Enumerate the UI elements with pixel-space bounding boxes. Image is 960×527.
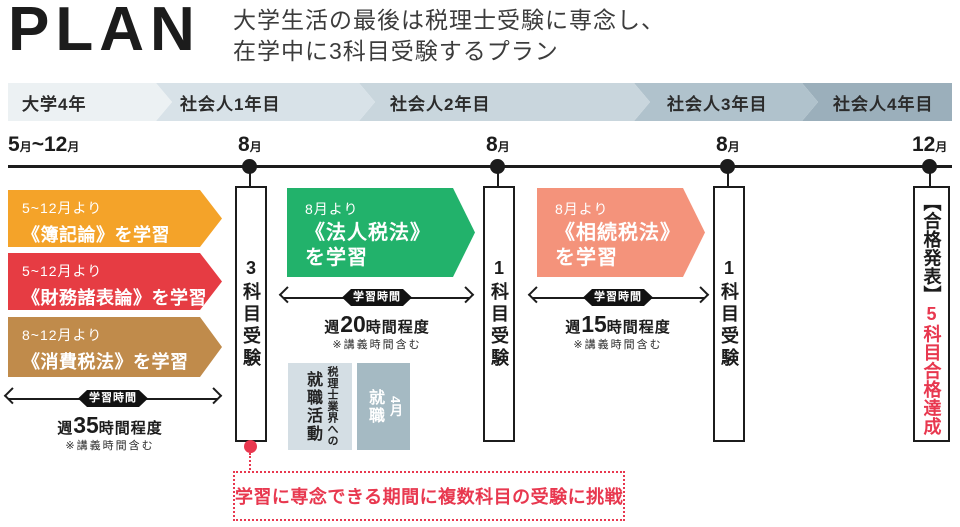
study-time-badge-1: 学習時間 — [78, 390, 148, 407]
track-period: 8月より — [555, 201, 609, 217]
callout-box: 学習に専念できる期間に複数科目の受験に挑戦 — [233, 471, 625, 521]
month-label-august-2: 8月 — [486, 133, 510, 156]
highlight-dot — [244, 440, 257, 453]
study-time-badge-2: 学習時間 — [342, 289, 412, 306]
timeline-segment-university-year4: 大学4年 — [8, 83, 172, 121]
segment-label: 社会人4年目 — [833, 94, 934, 114]
employment-label: 就職 — [366, 388, 383, 425]
dot-connector-4 — [929, 172, 931, 187]
study-hours-2: 週20時間程度 — [324, 311, 430, 337]
track-subject: 《簿記論》を学習 — [22, 225, 170, 245]
dot-connector-3 — [727, 172, 729, 187]
study-time-badge-3: 学習時間 — [583, 289, 653, 306]
track-subject-cont: を学習 — [305, 247, 368, 269]
callout-text: 学習に専念できる期間に複数科目の受験に挑戦 — [234, 487, 624, 507]
timeline-dot-1 — [242, 159, 257, 174]
month-label-december: 12月 — [912, 133, 948, 156]
track-subject-cont: を学習 — [555, 247, 618, 269]
exam-box-1-subject-a: 1科目受験 — [483, 186, 515, 442]
timeline-segment-work-year3: 社会人3年目 — [634, 83, 818, 121]
study-track-consumption-tax: 8~12月より 《消費税法》を学習 — [8, 317, 222, 377]
employment-month-label: 4月 — [388, 395, 403, 418]
track-period: 5~12月より — [22, 200, 103, 216]
timeline-segment-work-year1: 社会人1年目 — [156, 83, 375, 121]
month-label-august-3: 8月 — [716, 133, 740, 156]
track-period: 8~12月より — [22, 327, 103, 343]
timeline-dot-4 — [922, 159, 937, 174]
employment-box: 4月 就職 — [357, 363, 410, 450]
study-hours-1: 週35時間程度 — [57, 412, 163, 438]
segment-label: 大学4年 — [22, 94, 87, 114]
segment-label: 社会人3年目 — [667, 94, 768, 114]
timeline-dot-3 — [720, 159, 735, 174]
track-subject: 《消費税法》を学習 — [22, 352, 189, 372]
result-announcement-label: 【合格発表】 — [921, 192, 942, 304]
timeline-axis — [8, 165, 952, 168]
study-note-3: ※講義時間含む — [573, 339, 663, 351]
dot-connector-2 — [497, 172, 499, 187]
month-label-may-dec: 5月~12月 — [8, 133, 80, 156]
dot-connector-1 — [249, 172, 251, 187]
study-note-1: ※講義時間含む — [65, 440, 155, 452]
job-hunting-box: 税理士業界への 就職活動 — [288, 363, 352, 450]
track-subject: 《財務諸表論》を学習 — [22, 288, 207, 308]
study-track-bookkeeping: 5~12月より 《簿記論》を学習 — [8, 190, 222, 247]
timeline-dot-2 — [490, 159, 505, 174]
subtitle-line-2: 在学中に3科目受験するプラン — [233, 38, 559, 64]
segment-label: 社会人2年目 — [390, 94, 491, 114]
month-label-august-1: 8月 — [238, 133, 262, 156]
result-announcement-box: 【合格発表】5科目合格達成 — [913, 186, 950, 442]
exam-box-1-subject-b: 1科目受験 — [713, 186, 745, 442]
callout-dotted-connector — [249, 453, 251, 470]
study-track-corporate-tax: 8月より 《法人税法》 を学習 — [287, 188, 475, 277]
study-hours-3: 週15時間程度 — [565, 311, 671, 337]
result-achievement-label: 5科目合格達成 — [921, 303, 942, 436]
timeline-segment-work-year4: 社会人4年目 — [802, 83, 952, 121]
study-note-2: ※講義時間含む — [332, 339, 422, 351]
job-hunting-large-label: 就職活動 — [304, 370, 321, 443]
subtitle-line-1: 大学生活の最後は税理士受験に専念し、 — [233, 7, 665, 33]
plan-subtitle: 大学生活の最後は税理士受験に専念し、 在学中に3科目受験するプラン — [233, 5, 665, 67]
study-track-inheritance-tax: 8月より 《相続税法》 を学習 — [537, 188, 705, 277]
job-hunting-small-label: 税理士業界への — [326, 366, 338, 447]
timeline-segment-work-year2: 社会人2年目 — [359, 83, 650, 121]
exam-box-3-subjects: 3科目受験 — [235, 186, 267, 442]
segment-label: 社会人1年目 — [180, 94, 281, 114]
timeline-band: 大学4年 社会人1年目 社会人2年目 社会人3年目 社会人4年目 — [0, 83, 960, 121]
study-track-financial-statements: 5~12月より 《財務諸表論》を学習 — [8, 253, 222, 310]
track-subject: 《相続税法》 — [555, 222, 681, 244]
track-period: 5~12月より — [22, 263, 103, 279]
track-period: 8月より — [305, 201, 359, 217]
track-subject: 《法人税法》 — [305, 222, 431, 244]
page-title: PLAN — [8, 0, 201, 64]
